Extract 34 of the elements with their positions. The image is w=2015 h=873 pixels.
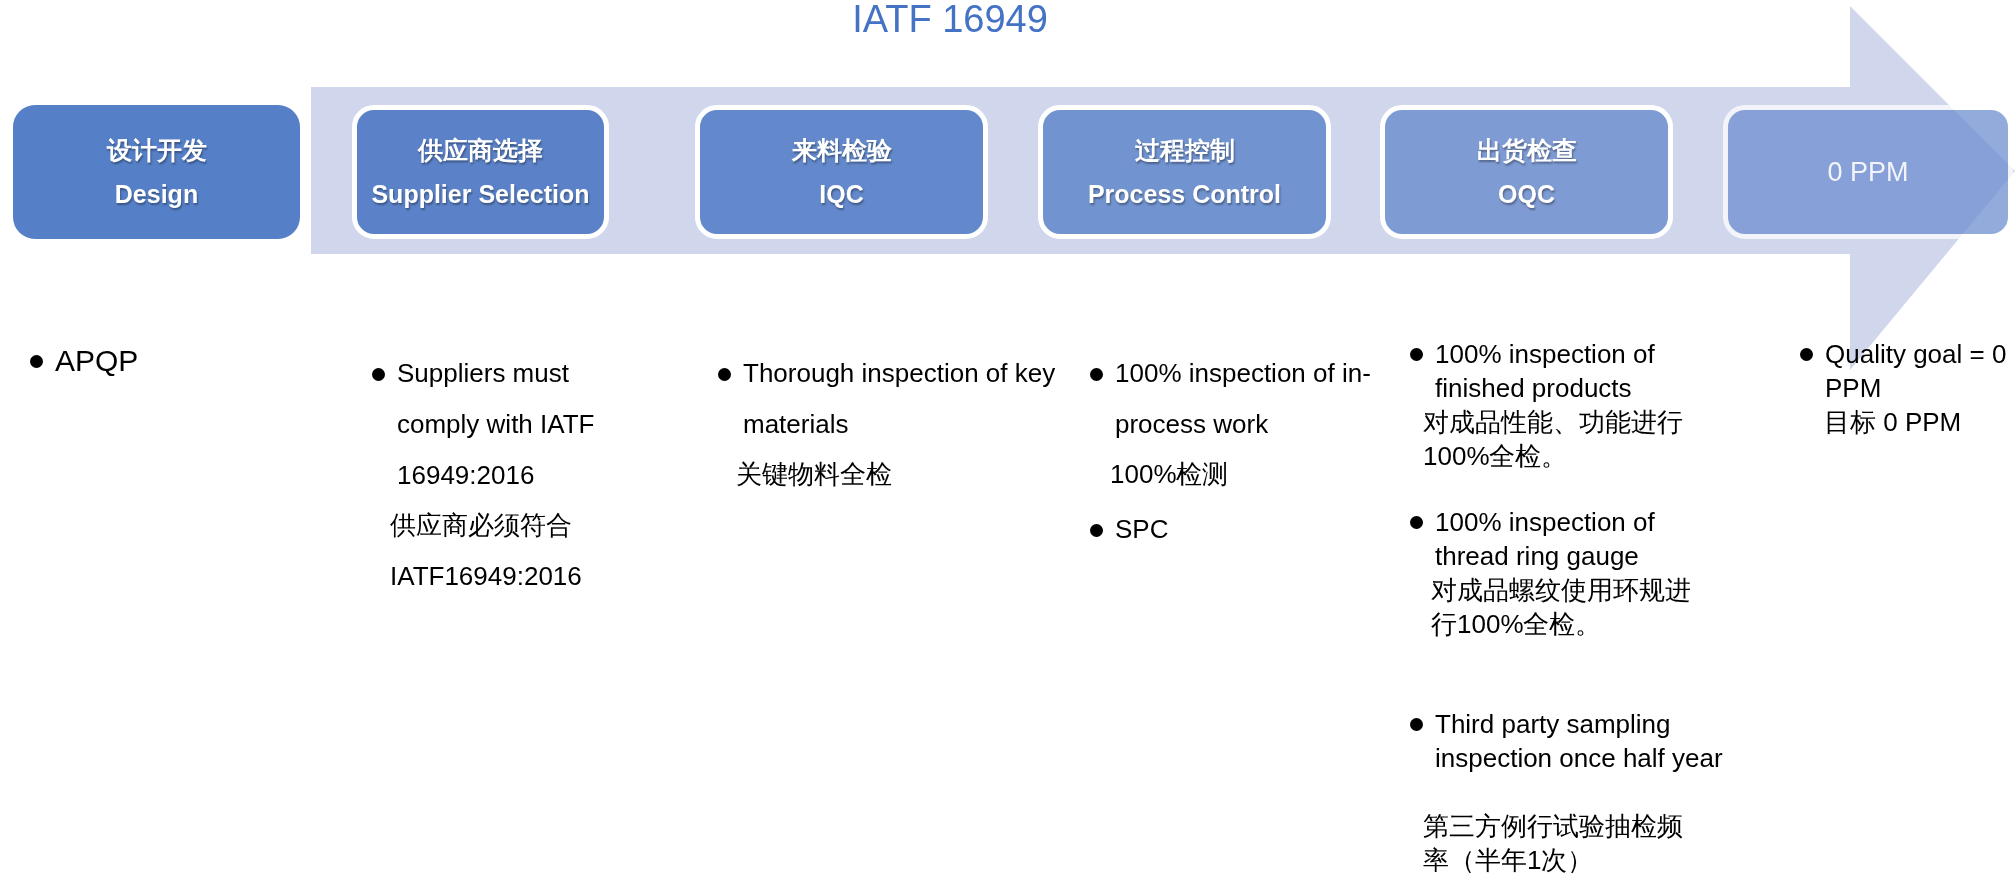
box-text: 0 PPM — [1827, 156, 1909, 189]
box-text: 设计开发 — [106, 135, 207, 166]
box-text: 来料检验 — [791, 135, 892, 166]
process-box — [1038, 105, 1331, 239]
title: IATF 16949 — [851, 0, 1049, 41]
box-text: Design — [114, 179, 199, 210]
process-box — [1723, 105, 2013, 239]
box-text: Supplier Selection — [371, 179, 590, 210]
box-text: IQC — [819, 179, 864, 210]
process-box — [1380, 105, 1673, 239]
process-box — [695, 105, 988, 239]
note-text: Quality goal = 0 PPM — [1825, 338, 2008, 405]
note-text: 目标 0 PPM — [1824, 406, 1963, 439]
note-text: SPC — [1115, 513, 1170, 546]
note-text: 供应商必须符合IATF16949:2016 — [390, 509, 583, 593]
note-text: 100% inspection of in-process work — [1115, 357, 1372, 441]
note-text: 对成品螺纹使用环规进行100%全检。 — [1431, 574, 1692, 641]
note-text: Third party sampling inspection once half year — [1435, 708, 1724, 775]
note-text: 100%检测 — [1110, 458, 1230, 491]
note-text: 100% inspection of finished products — [1435, 338, 1656, 405]
box-text: 过程控制 — [1134, 135, 1235, 166]
note-text: 100% inspection of thread ring gauge — [1435, 506, 1656, 573]
note-text: 对成品性能、功能进行100%全检。 — [1423, 406, 1684, 473]
note-text: Suppliers must comply with IATF 16949:2016 — [397, 357, 596, 492]
note-text: Thorough inspection of key materials — [743, 357, 1057, 441]
process-box — [13, 105, 300, 239]
note-text: APQP — [55, 343, 140, 379]
note-text: 第三方例行试验抽检频率（半年1次） — [1423, 810, 1683, 873]
box-text: 供应商选择 — [418, 135, 543, 166]
process-box — [352, 105, 609, 239]
box-text: OQC — [1498, 179, 1555, 210]
box-text: 出货检查 — [1476, 135, 1577, 166]
note-text: 关键物料全检 — [736, 458, 893, 491]
box-text: Process Control — [1087, 179, 1282, 210]
